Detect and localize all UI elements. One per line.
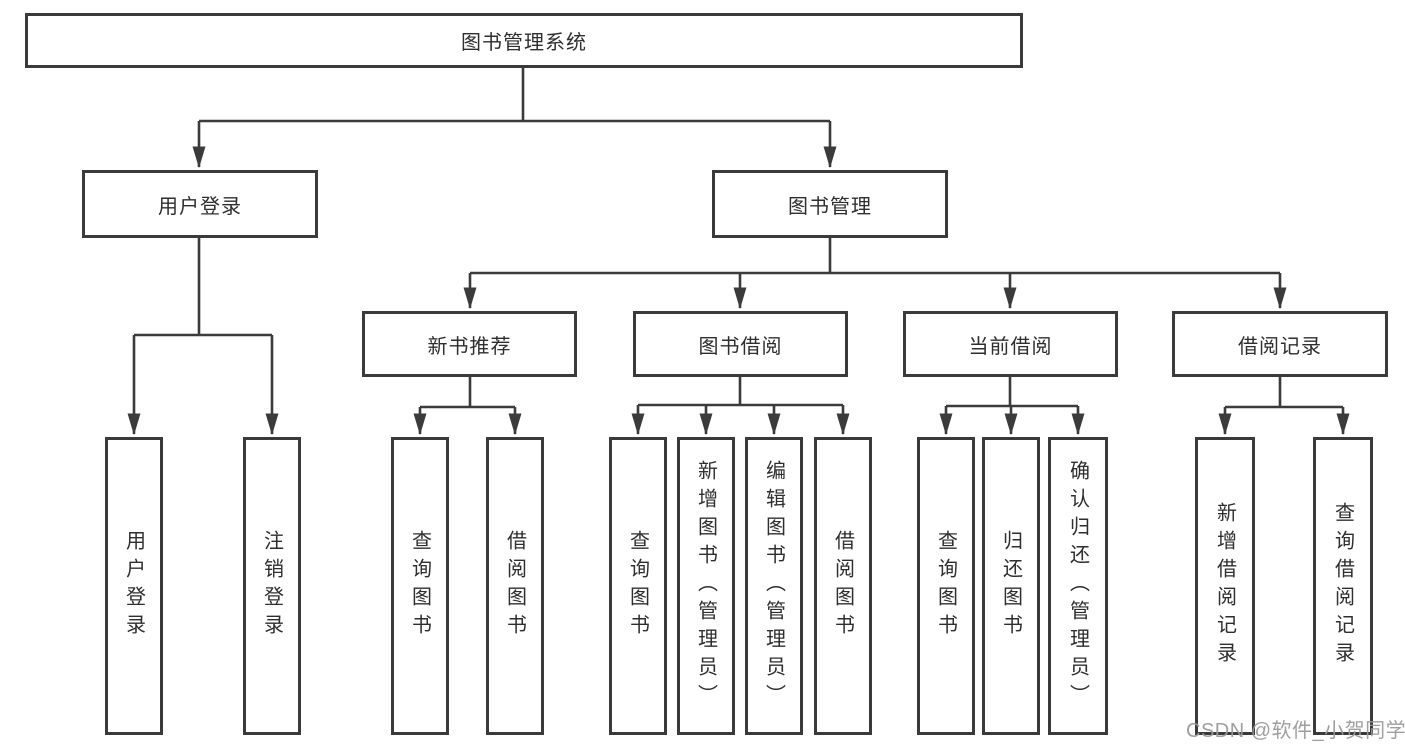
leaf-borrow-book-1: 借阅图书 [486,437,544,735]
leaf-query-borrow-record: 查询借阅记录 [1313,437,1373,735]
leaf-add-borrow-record: 新增借阅记录 [1195,437,1255,735]
leaf-return-book: 归还图书 [982,437,1040,735]
node-root: 图书管理系统 [25,13,1023,68]
node-book-management: 图书管理 [712,170,948,238]
csdn-watermark: CSDN @软件_小贺同学 [1186,720,1405,742]
leaf-user-login: 用户登录 [105,437,163,735]
leaf-query-book-2: 查询图书 [609,437,667,735]
node-user-login: 用户登录 [82,170,318,238]
node-current-borrow: 当前借阅 [903,311,1118,377]
leaf-borrow-book-2: 借阅图书 [814,437,872,735]
leaf-query-book-1: 查询图书 [391,437,449,735]
leaf-logout: 注销登录 [243,437,301,735]
leaf-add-book-admin: 新增图书（管理员） [677,437,735,735]
node-new-book-recommend: 新书推荐 [362,311,577,377]
leaf-query-book-3: 查询图书 [917,437,975,735]
leaf-confirm-return-admin: 确认归还（管理员） [1048,437,1108,735]
node-book-borrow: 图书借阅 [633,311,848,377]
node-borrow-records: 借阅记录 [1172,311,1388,377]
leaf-edit-book-admin: 编辑图书（管理员） [745,437,803,735]
